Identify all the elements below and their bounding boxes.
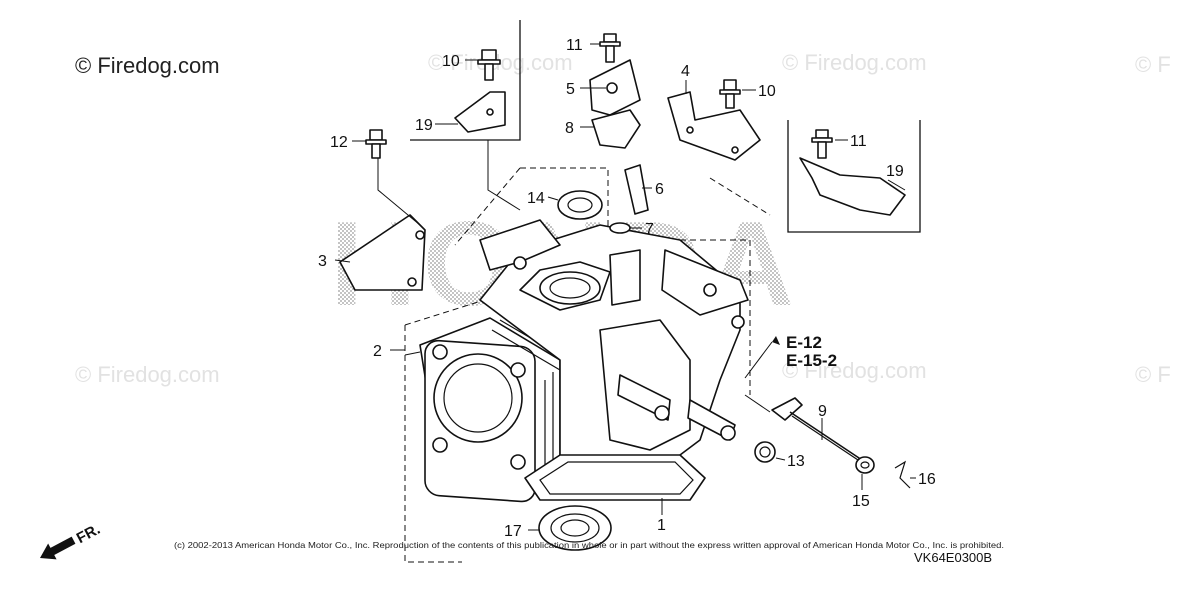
watermark-middle-right: © Firedog.com xyxy=(782,358,927,383)
bearing-17 xyxy=(538,505,612,551)
crankcase-body xyxy=(479,219,749,476)
kit-box-19 xyxy=(787,120,921,233)
reference-arrow xyxy=(744,336,780,379)
cover-hole xyxy=(606,82,618,94)
flange-bolt-10b xyxy=(719,79,741,109)
part-label-10: 10 xyxy=(442,53,460,70)
part-label-14: 14 xyxy=(527,190,545,207)
part-label-2: 2 xyxy=(373,343,382,360)
bracket-18 xyxy=(454,91,506,133)
watermark-main: © Firedog.com xyxy=(75,53,220,78)
plug-7 xyxy=(609,222,631,234)
part-label-15: 15 xyxy=(852,493,870,510)
filter-6 xyxy=(624,164,649,215)
reference-e15-2: E-15-2 xyxy=(786,351,837,370)
washer-15 xyxy=(855,456,875,474)
part-label-11: 11 xyxy=(566,37,583,54)
pin-16 xyxy=(894,460,911,489)
part-label-17: 17 xyxy=(504,523,522,540)
part-label-4: 4 xyxy=(681,63,690,80)
flange-bolt-10a xyxy=(477,49,501,81)
oil-seal-14 xyxy=(557,190,603,220)
baffle-hole xyxy=(407,277,417,287)
bushing-13 xyxy=(754,441,776,463)
bracket-4 xyxy=(667,91,761,161)
governor-arm-9 xyxy=(771,397,865,465)
bracket-hole xyxy=(731,146,739,154)
kit-box-18 xyxy=(410,20,521,141)
group-outline-14-left xyxy=(454,167,521,246)
leader-lines xyxy=(334,43,916,531)
baffle-hole xyxy=(415,230,425,240)
part-label-3: 3 xyxy=(318,253,327,270)
part-label-6: 6 xyxy=(655,181,664,198)
part-label-10-right: 10 xyxy=(758,83,776,100)
part-label-9: 9 xyxy=(818,403,827,420)
part-label-19: 19 xyxy=(886,163,904,180)
front-direction-marker: FR. xyxy=(40,521,103,560)
watermark-middle-left: © Firedog.com xyxy=(75,362,220,387)
flange-bolt-11b xyxy=(811,129,833,159)
cylinder-barrel xyxy=(419,311,577,503)
part-label-18: 19 xyxy=(415,117,433,134)
watermark-top-edge: © F xyxy=(1135,52,1171,77)
flange-bolt-12 xyxy=(365,129,387,159)
part-label-16: 16 xyxy=(918,471,936,488)
group-outline-14 xyxy=(520,167,609,240)
diagram-code: VK64E0300B xyxy=(914,550,992,565)
crankcase-gasket xyxy=(524,454,706,501)
part-label-5: 5 xyxy=(566,81,575,98)
group-outline-4 xyxy=(709,177,771,216)
group-outline-7 xyxy=(610,239,751,395)
part-label-13: 13 xyxy=(787,453,805,470)
part-label-1: 1 xyxy=(657,517,666,534)
bracket-hole xyxy=(486,108,494,116)
part-label-8: 8 xyxy=(565,120,574,137)
reference-e12: E-12 xyxy=(786,333,822,352)
bracket-hole xyxy=(686,126,694,134)
copyright-notice: (c) 2002-2013 American Honda Motor Co., … xyxy=(174,540,1004,550)
fr-label: FR. xyxy=(74,521,103,547)
group-outline-2-top xyxy=(404,301,479,326)
cover-plate-8 xyxy=(591,109,641,149)
part-label-11-right: 11 xyxy=(850,133,867,150)
flange-bolt-11a xyxy=(599,33,621,63)
watermark-middle-edge: © F xyxy=(1135,362,1171,387)
bracket-19 xyxy=(799,157,906,216)
part-label-12: 12 xyxy=(330,134,348,151)
baffle-plate xyxy=(339,214,426,291)
watermark-top-right: © Firedog.com xyxy=(782,50,927,75)
gasket-inner-edge xyxy=(539,461,694,495)
part-label-7: 7 xyxy=(645,221,654,238)
group-outline-2 xyxy=(404,325,462,563)
